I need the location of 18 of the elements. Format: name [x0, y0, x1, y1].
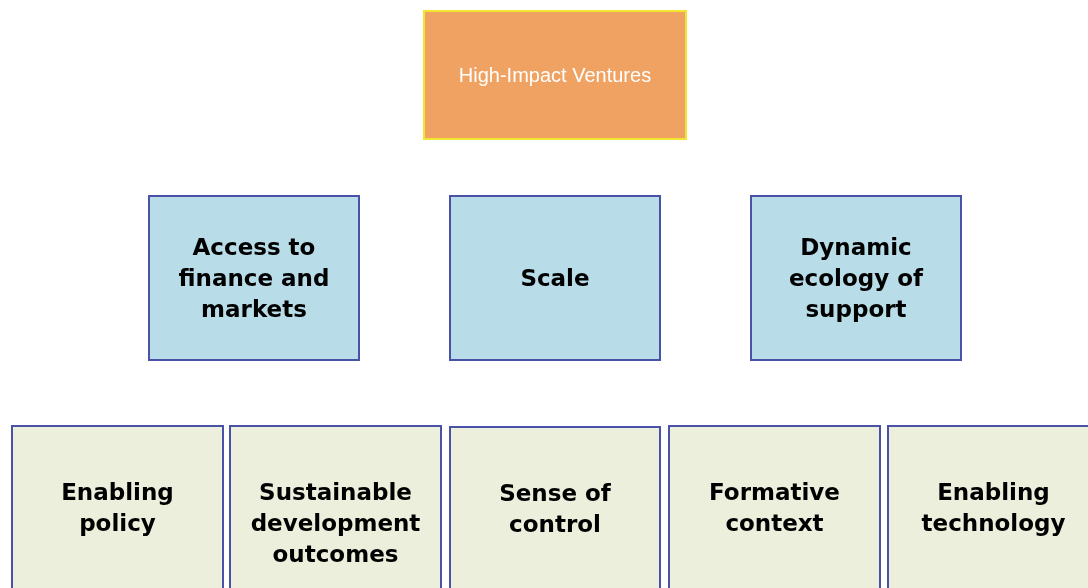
- concept-box: [668, 425, 881, 588]
- box-label: Formative context: [708, 478, 841, 538]
- concept-box: [148, 195, 360, 361]
- concept-box: [11, 425, 224, 588]
- box-label: Scale: [520, 263, 590, 293]
- concept-box: [750, 195, 962, 361]
- concept-box: [887, 425, 1088, 588]
- concept-box: [449, 195, 661, 361]
- box-label: Access to finance and markets: [177, 232, 331, 324]
- box-label: Sense of control: [498, 479, 612, 539]
- box-label: Enabling technology: [920, 478, 1067, 538]
- concept-box: [229, 425, 442, 588]
- box-label: High-Impact Ventures: [458, 63, 652, 88]
- box-label: Sustainable development outcomes: [249, 478, 422, 569]
- concept-box: [449, 426, 661, 588]
- box-label: Dynamic ecology of support: [788, 232, 925, 324]
- title-box: [423, 10, 687, 140]
- box-label: Enabling policy: [60, 478, 175, 538]
